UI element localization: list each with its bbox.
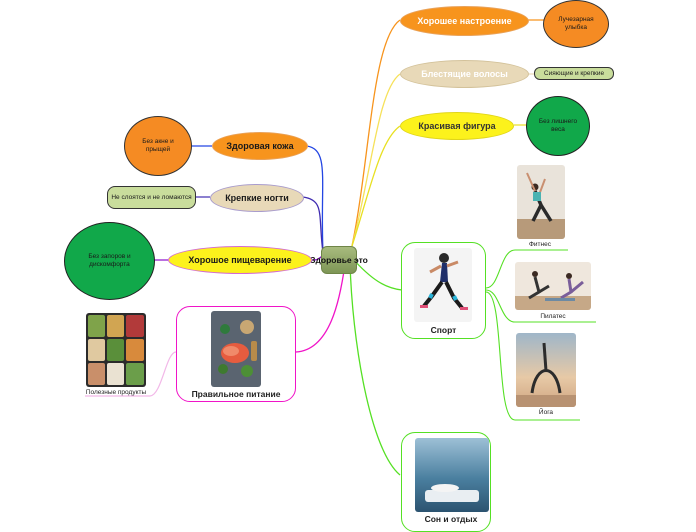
center-node-box[interactable]: Здоровье это (310, 246, 368, 274)
nails-detail: Не слоятся и не ломаются (111, 194, 192, 201)
mood-detail-bubble[interactable]: Лучезарная улыбка (543, 0, 609, 48)
hair-detail-tag[interactable]: Сияющие и крепкие (534, 67, 614, 80)
pilates-image (515, 262, 591, 310)
hair-detail: Сияющие и крепкие (543, 70, 605, 77)
connector-lines (85, 19, 596, 476)
figure-detail: Без лишнего веса (538, 117, 578, 133)
skin-node[interactable]: Здоровая кожа (212, 132, 308, 160)
yoga-caption: Йога (538, 409, 554, 416)
mood-node[interactable]: Хорошее настроение (400, 6, 529, 36)
sleep-image (415, 438, 489, 512)
figure-detail-bubble[interactable]: Без лишнего веса (526, 96, 590, 156)
hair-node[interactable]: Блестящие волосы (400, 60, 529, 88)
sleep-label: Сон и отдых (424, 514, 478, 524)
fitness-caption: Фитнес (528, 241, 551, 248)
digestion-detail-bubble[interactable]: Без запоров и дискомфорта (64, 222, 155, 300)
hair-label: Блестящие волосы (421, 69, 508, 79)
mood-label: Хорошее настроение (417, 16, 512, 26)
center-label: Здоровье это (310, 255, 368, 265)
sport-label: Спорт (430, 325, 457, 335)
skin-detail-bubble[interactable]: Без акне и прыщей (124, 116, 192, 176)
nails-label: Крепкие ногти (225, 193, 289, 203)
digestion-detail: Без запоров и дискомфорта (88, 252, 131, 268)
yoga-image (516, 333, 576, 407)
digestion-node[interactable]: Хорошое пищеварение (168, 246, 312, 274)
skin-detail: Без акне и прыщей (142, 137, 174, 153)
healthy-products-image (86, 313, 146, 387)
skin-label: Здоровая кожа (226, 141, 294, 151)
digestion-label: Хорошое пищеварение (188, 255, 292, 265)
nails-node[interactable]: Крепкие ногти (210, 184, 304, 212)
nails-detail-tag[interactable]: Не слоятся и не ломаются (107, 186, 196, 209)
nutrition-image (211, 311, 261, 387)
mood-detail: Лучезарная улыбка (558, 15, 594, 31)
figure-node[interactable]: Красивая фигура (400, 112, 514, 140)
fitness-image (517, 165, 565, 239)
figure-label: Красивая фигура (418, 121, 496, 131)
sport-runner-image (414, 248, 472, 322)
nutrition-label: Правильное питание (191, 389, 281, 399)
pilates-caption: Пилатес (540, 313, 566, 320)
healthy-products-caption: Полезные продукты (85, 389, 147, 396)
